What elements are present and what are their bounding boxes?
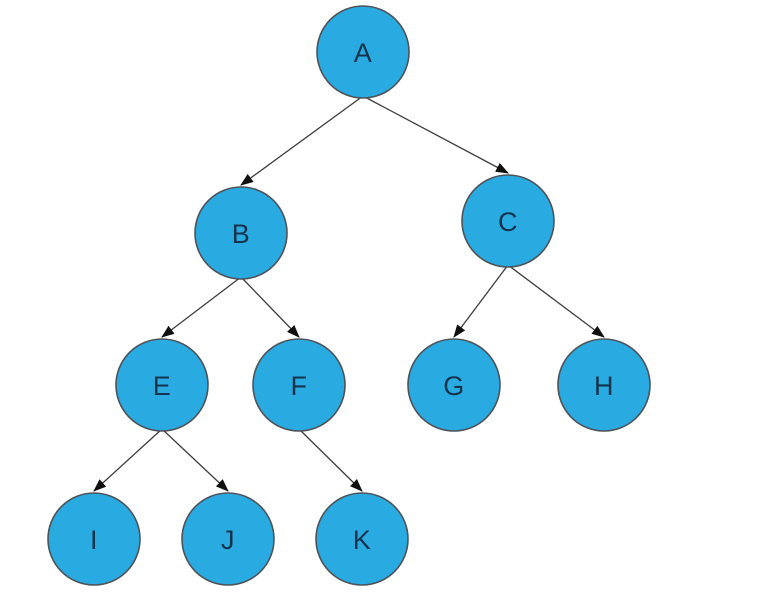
node-label: F	[291, 371, 308, 401]
node-circle	[47, 492, 141, 586]
edge-B-F	[240, 276, 300, 338]
edge-F-K	[298, 428, 363, 492]
node-label: G	[443, 371, 465, 401]
node-circle	[194, 186, 288, 280]
edge-E-I	[93, 428, 163, 492]
node-circle	[407, 338, 501, 432]
edge-layer	[93, 95, 605, 492]
node-label: A	[354, 38, 373, 68]
node-E: E	[115, 338, 209, 432]
node-circle	[252, 338, 346, 432]
node-label: H	[594, 371, 614, 401]
node-K: K	[315, 492, 409, 586]
edge-C-H	[507, 264, 605, 338]
node-G: G	[407, 338, 501, 432]
node-circle	[557, 338, 651, 432]
node-label: I	[90, 525, 98, 555]
edge-E-J	[161, 428, 229, 492]
node-label: E	[153, 371, 172, 401]
node-label: C	[498, 207, 518, 237]
node-C: C	[461, 174, 555, 268]
node-J: J	[181, 492, 275, 586]
node-A: A	[316, 5, 410, 99]
node-circle	[461, 174, 555, 268]
edge-A-B	[240, 95, 364, 186]
edge-B-E	[161, 276, 242, 338]
node-circle	[115, 338, 209, 432]
node-circle	[315, 492, 409, 586]
node-F: F	[252, 338, 346, 432]
node-label: J	[221, 525, 235, 555]
node-label: B	[232, 219, 251, 249]
node-H: H	[557, 338, 651, 432]
edge-C-G	[453, 264, 509, 338]
node-layer: A B C E F G H I J K	[47, 5, 651, 586]
node-B: B	[194, 186, 288, 280]
node-circle	[181, 492, 275, 586]
node-label: K	[353, 525, 372, 555]
node-I: I	[47, 492, 141, 586]
edge-A-C	[362, 95, 509, 174]
node-circle	[316, 5, 410, 99]
